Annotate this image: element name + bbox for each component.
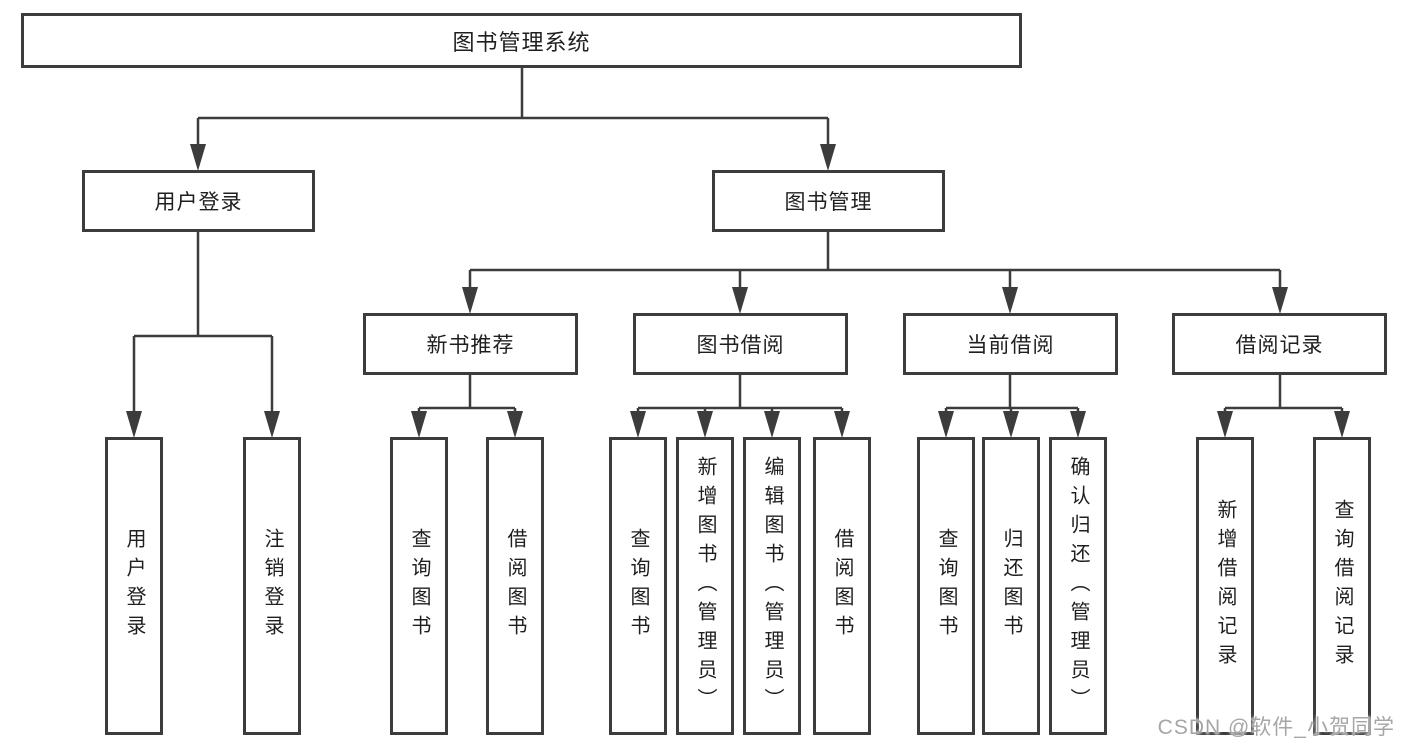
arrowhead-down-icon xyxy=(507,411,523,438)
arrowhead-down-icon xyxy=(938,411,954,438)
arrowhead-down-icon xyxy=(1003,411,1019,438)
leaf-query-books-borrow: 查询图书 xyxy=(609,437,667,735)
leaf-query-books-recommend: 查询图书 xyxy=(390,437,448,735)
arrowhead-down-icon xyxy=(462,287,478,314)
arrowhead-down-icon xyxy=(1334,411,1350,438)
node-current-borrowing: 当前借阅 xyxy=(903,313,1118,375)
arrowhead-down-icon xyxy=(1070,411,1086,438)
arrowhead-down-icon xyxy=(732,287,748,314)
leaf-confirm-return-admin: 确认归还（管理员） xyxy=(1049,437,1107,735)
arrowhead-down-icon xyxy=(190,144,206,171)
arrowhead-down-icon xyxy=(264,411,280,438)
arrowhead-down-icon xyxy=(820,144,836,171)
node-new-book-recommendation: 新书推荐 xyxy=(363,313,578,375)
leaf-edit-book-admin: 编辑图书（管理员） xyxy=(743,437,801,735)
leaf-query-books-current: 查询图书 xyxy=(917,437,975,735)
leaf-borrow-books-recommend: 借阅图书 xyxy=(486,437,544,735)
arrowhead-down-icon xyxy=(630,411,646,438)
arrowhead-down-icon xyxy=(1272,287,1288,314)
node-book-borrowing: 图书借阅 xyxy=(633,313,848,375)
leaf-borrow-books: 借阅图书 xyxy=(813,437,871,735)
arrowhead-down-icon xyxy=(411,411,427,438)
leaf-add-borrow-record: 新增借阅记录 xyxy=(1196,437,1254,735)
arrowhead-down-icon xyxy=(1002,287,1018,314)
leaf-logout: 注销登录 xyxy=(243,437,301,735)
leaf-query-borrow-record: 查询借阅记录 xyxy=(1313,437,1371,735)
arrowhead-down-icon xyxy=(764,411,780,438)
arrowhead-down-icon xyxy=(1217,411,1233,438)
node-book-management: 图书管理 xyxy=(712,170,945,232)
arrowhead-down-icon xyxy=(126,411,142,438)
leaf-add-book-admin: 新增图书（管理员） xyxy=(676,437,734,735)
node-borrowing-records: 借阅记录 xyxy=(1172,313,1387,375)
leaf-user-login: 用户登录 xyxy=(105,437,163,735)
leaf-return-books: 归还图书 xyxy=(982,437,1040,735)
arrowhead-down-icon xyxy=(697,411,713,438)
node-library-management-system: 图书管理系统 xyxy=(21,13,1022,68)
node-user-login: 用户登录 xyxy=(82,170,315,232)
arrowhead-down-icon xyxy=(834,411,850,438)
